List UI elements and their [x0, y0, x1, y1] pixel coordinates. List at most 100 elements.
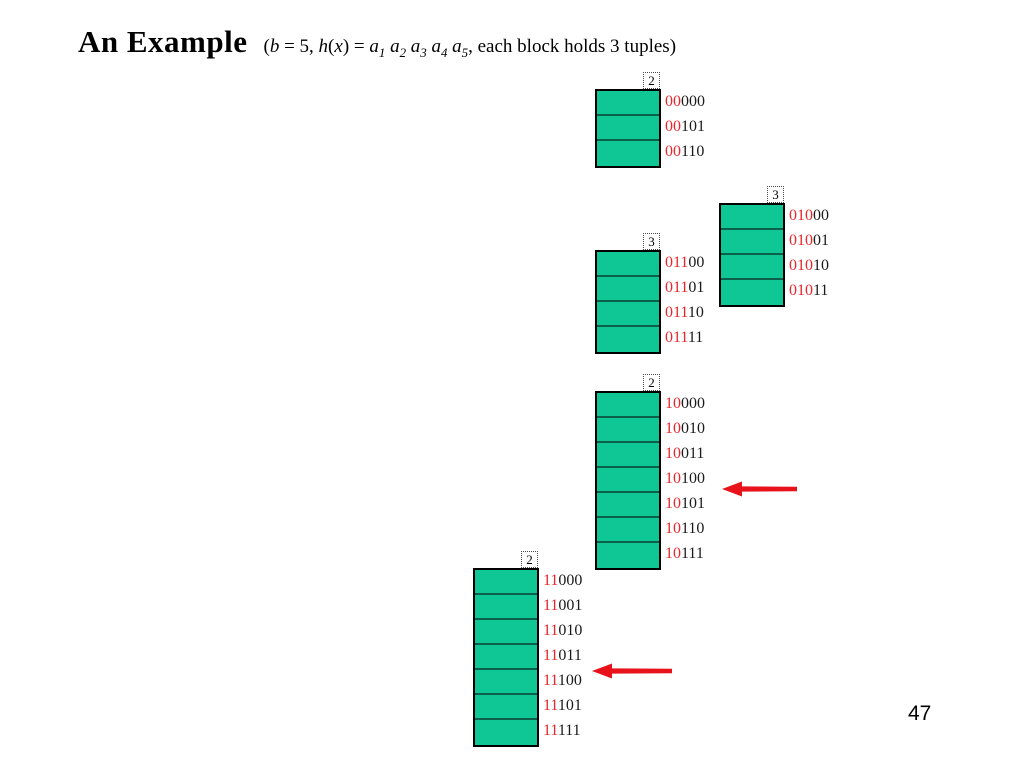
- arrow-shape: [592, 663, 672, 679]
- pointer-arrow: [592, 660, 672, 682]
- key-prefix: 10: [665, 395, 681, 412]
- key-suffix: 11: [813, 282, 829, 299]
- key-label: 01000: [789, 203, 829, 228]
- block-slot[interactable]: [721, 280, 783, 305]
- key-prefix: 010: [789, 282, 813, 299]
- block-slot[interactable]: [597, 418, 659, 443]
- key-label: 10100: [665, 466, 705, 491]
- key-label: 10010: [665, 416, 705, 441]
- data-block[interactable]: [595, 391, 661, 570]
- subtitle-h-var: h: [318, 36, 329, 57]
- block-slot[interactable]: [597, 91, 659, 116]
- subtitle-a-var-4: a: [431, 36, 441, 57]
- key-suffix: 001: [558, 597, 583, 614]
- subtitle-a-subscript-4: 4: [440, 44, 448, 60]
- key-suffix: 100: [557, 672, 582, 689]
- subtitle-a-var-2: a: [390, 36, 400, 57]
- key-prefix: 11: [543, 647, 559, 664]
- block-slot[interactable]: [597, 116, 659, 141]
- block-slot[interactable]: [475, 620, 537, 645]
- block-slot[interactable]: [475, 720, 537, 745]
- block-slot[interactable]: [475, 570, 537, 595]
- key-suffix: 110: [681, 143, 705, 160]
- subtitle-h-open: (: [328, 36, 335, 57]
- block-slot[interactable]: [597, 277, 659, 302]
- subtitle-a-subscript-3: 3: [420, 44, 427, 60]
- data-block[interactable]: [595, 89, 661, 168]
- subtitle-a-var-5: a: [452, 36, 462, 57]
- block-slot[interactable]: [597, 443, 659, 468]
- key-prefix: 011: [665, 329, 688, 346]
- block-slot[interactable]: [597, 252, 659, 277]
- key-label: 01100: [665, 250, 704, 275]
- key-label: 10011: [665, 441, 705, 466]
- block-slot[interactable]: [597, 302, 659, 327]
- key-suffix: 000: [681, 93, 705, 110]
- key-suffix: 101: [681, 118, 705, 135]
- key-suffix: 010: [558, 622, 583, 639]
- block-slot[interactable]: [597, 493, 659, 518]
- key-suffix: 00: [813, 207, 829, 224]
- block-slot[interactable]: [597, 327, 659, 352]
- key-prefix: 011: [665, 254, 689, 271]
- key-label: 01001: [789, 228, 829, 253]
- block-slot[interactable]: [597, 518, 659, 543]
- block-slot[interactable]: [597, 141, 659, 166]
- key-prefix: 11: [543, 622, 559, 639]
- key-label: 11100: [543, 668, 582, 693]
- subtitle-b-value: = 5,: [279, 36, 319, 57]
- data-block[interactable]: [719, 203, 785, 307]
- key-prefix: 10: [665, 445, 681, 462]
- key-suffix: 10: [687, 304, 704, 321]
- key-suffix: 110: [681, 520, 705, 537]
- key-suffix: 01: [813, 232, 829, 249]
- block-slot[interactable]: [475, 595, 537, 620]
- data-block[interactable]: [595, 250, 661, 354]
- key-prefix: 11: [543, 697, 558, 714]
- block-slot[interactable]: [475, 645, 537, 670]
- slide-title-area: An Example(b = 5, h(x) = a1 a2 a3 a4 a5,…: [78, 24, 676, 61]
- block-slot[interactable]: [597, 543, 659, 568]
- key-prefix: 11: [543, 672, 558, 689]
- block-slot[interactable]: [475, 670, 537, 695]
- block-slot[interactable]: [721, 205, 783, 230]
- block-slot[interactable]: [597, 468, 659, 493]
- key-label: 01011: [789, 278, 829, 303]
- key-prefix: 011: [665, 279, 689, 296]
- subtitle-open-paren: (: [263, 36, 270, 57]
- key-prefix: 00: [665, 93, 681, 110]
- block-slot[interactable]: [597, 393, 659, 418]
- key-label: 01101: [665, 275, 704, 300]
- key-suffix: 10: [813, 257, 829, 274]
- subtitle-a-subscript-5: 5: [461, 44, 469, 60]
- page-number: 47: [908, 702, 932, 725]
- block-slot[interactable]: [721, 230, 783, 255]
- key-suffix: 101: [681, 495, 705, 512]
- key-label: 10101: [665, 491, 705, 516]
- key-suffix: 010: [681, 420, 705, 437]
- key-label: 11111: [543, 718, 582, 743]
- key-label: 01110: [665, 300, 704, 325]
- key-label: 11000: [543, 568, 582, 593]
- key-suffix: 111: [557, 722, 581, 739]
- subtitle-a-var-1: a: [369, 36, 379, 57]
- key-prefix: 10: [665, 495, 681, 512]
- key-suffix: 000: [558, 572, 583, 589]
- subtitle-x-var: x: [334, 36, 343, 57]
- subtitle-tail: , each block holds 3 tuples): [468, 36, 677, 57]
- block-slot[interactable]: [721, 255, 783, 280]
- data-block[interactable]: [473, 568, 539, 747]
- subtitle-a-variables: a1 a2 a3 a4 a5: [369, 36, 469, 60]
- key-prefix: 10: [665, 420, 681, 437]
- key-suffix: 00: [688, 254, 705, 271]
- block-slot[interactable]: [475, 695, 537, 720]
- local-depth-label: 2: [643, 72, 660, 89]
- key-prefix: 11: [543, 722, 558, 739]
- pointer-arrow: [722, 478, 797, 500]
- key-prefix: 11: [543, 572, 559, 589]
- key-label: 10000: [665, 391, 705, 416]
- subtitle-a-subscript-2: 2: [399, 44, 407, 60]
- key-label: 00110: [665, 139, 705, 164]
